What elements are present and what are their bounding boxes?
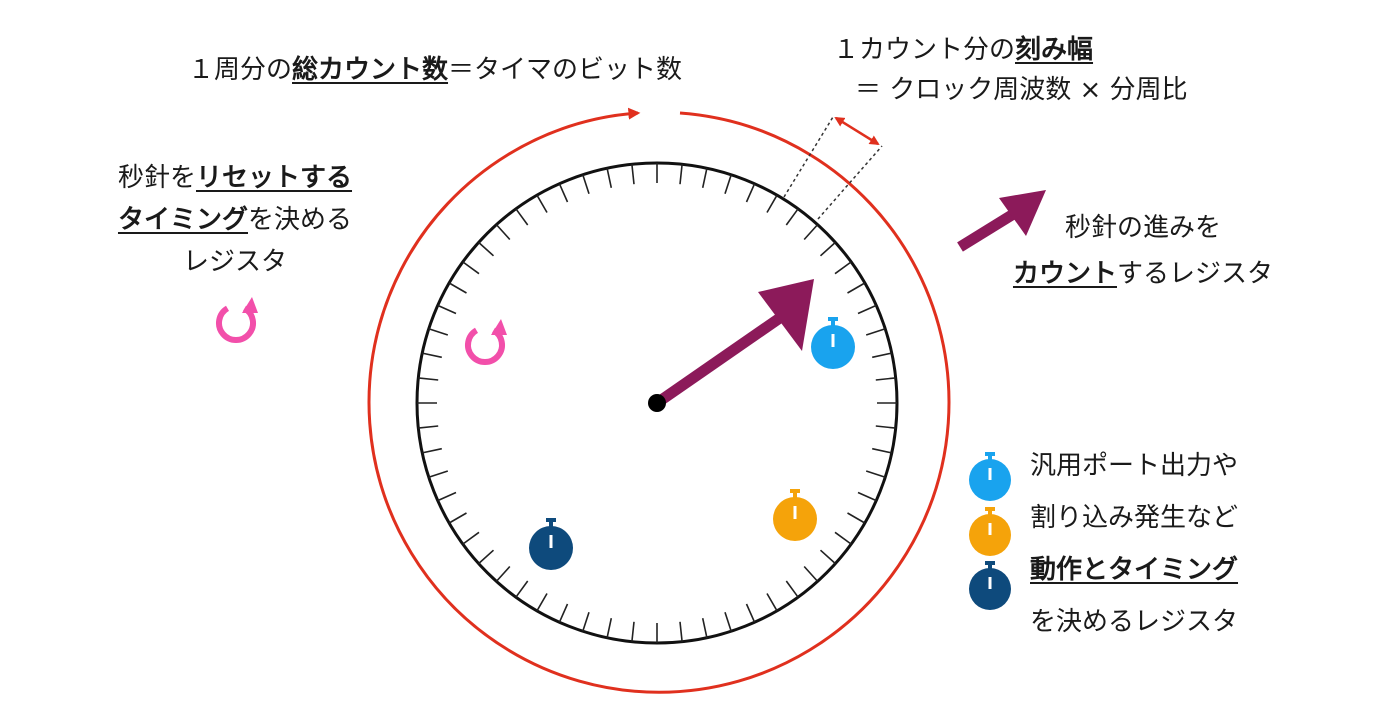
- dial-tick: [785, 208, 799, 226]
- dial-tick: [803, 565, 819, 582]
- total-count-label: １周分の総カウント数＝タイマのビット数: [188, 52, 682, 88]
- dial-tick: [834, 261, 852, 275]
- stopwatch-icon: [773, 489, 817, 541]
- step-width-label: １カウント分の刻み幅 ＝ クロック周波数 × 分周比: [833, 32, 1188, 108]
- compare-label-line1: 汎用ポート出力や: [1030, 451, 1239, 481]
- dial-tick: [847, 512, 866, 524]
- dial-tick: [745, 183, 756, 203]
- dial-tick: [847, 282, 866, 294]
- dial-ticks: [417, 163, 897, 643]
- dial-tick: [495, 565, 511, 582]
- step-guide-line: [783, 116, 834, 198]
- total-count-label-post: ＝タイマのビット数: [448, 55, 683, 85]
- dial-tick: [701, 168, 708, 188]
- dial-tick: [724, 174, 732, 195]
- dial-tick: [478, 241, 495, 257]
- count-register-label: 秒針の進みを カウントするレジスタ: [998, 210, 1288, 292]
- dial-tick: [875, 425, 896, 429]
- count-label-line1: 秒針の進みを: [1064, 213, 1221, 243]
- dial-tick: [536, 194, 548, 213]
- dial-tick: [558, 603, 569, 623]
- dial-tick: [701, 618, 708, 638]
- total-count-label-pre: １周分の: [188, 55, 293, 85]
- dial-tick: [631, 164, 635, 185]
- step-width-formula: ＝ クロック周波数 × 分周比: [855, 75, 1188, 105]
- dial-tick: [679, 164, 683, 185]
- dial-tick: [803, 224, 819, 241]
- compare-register-label: 汎用ポート出力や 割り込み発生など 動作とタイミング を決めるレジスタ: [1030, 448, 1238, 640]
- step-width-label-pre: １カウント分の: [833, 35, 1016, 65]
- dial-tick: [865, 328, 886, 336]
- stopwatch-icon: [969, 452, 1011, 501]
- dial-tick: [428, 470, 449, 478]
- second-hand: [648, 279, 814, 412]
- dial-tick: [418, 425, 439, 429]
- dial-tick: [766, 593, 778, 612]
- dial-tick: [495, 224, 511, 241]
- dial-tick: [766, 194, 778, 213]
- dial-tick: [875, 377, 896, 381]
- compare-label-bold: 動作とタイミング: [1030, 555, 1239, 585]
- dial-tick: [785, 580, 799, 598]
- total-count-label-bold: 総カウント数: [292, 55, 449, 85]
- stopwatch-icon: [529, 518, 573, 570]
- dial-tick: [872, 447, 892, 454]
- dial-tick: [745, 603, 756, 623]
- dial-tick: [536, 593, 548, 612]
- dial-tick: [418, 377, 439, 381]
- dial-tick: [606, 168, 613, 188]
- dial-tick: [515, 580, 529, 598]
- compare-label-line2: 割り込み発生など: [1030, 503, 1239, 533]
- dial-tick: [558, 183, 569, 203]
- count-register-arrow-icon: [957, 190, 1046, 252]
- step-width-arrow: [834, 116, 880, 146]
- dial-tick: [422, 352, 442, 359]
- count-label-post: するレジスタ: [1117, 259, 1274, 289]
- reset-label-pre: 秒針を: [117, 163, 196, 193]
- step-guide-line: [817, 145, 883, 220]
- dial-tick: [437, 304, 457, 315]
- dial-tick: [724, 611, 732, 632]
- dial-tick: [819, 241, 836, 257]
- reset-register-label: 秒針をリセットする タイミングを決める レジスタ: [100, 160, 370, 280]
- count-range-arc: [367, 107, 951, 694]
- stopwatch-icon: [969, 561, 1011, 610]
- count-label-bold: カウント: [1012, 259, 1117, 289]
- dial-tick: [462, 531, 480, 545]
- reset-label-timing: タイミング: [117, 205, 248, 235]
- dial-tick: [422, 447, 442, 454]
- dial-tick: [582, 611, 590, 632]
- dial-tick: [872, 352, 892, 359]
- dial-tick: [437, 491, 457, 502]
- stopwatch-icon: [969, 507, 1011, 556]
- reset-register-icon: [216, 297, 258, 344]
- dial-tick: [631, 621, 635, 642]
- dial-tick: [448, 282, 467, 294]
- dial-tick: [478, 549, 495, 565]
- reset-label-bold: リセットする: [196, 163, 353, 193]
- reset-label-register: レジスタ: [182, 247, 287, 277]
- dial-tick: [515, 208, 529, 226]
- compare-label-line4: を決めるレジスタ: [1030, 607, 1239, 637]
- reset-label-post: を決める: [248, 205, 353, 235]
- dial-tick: [857, 491, 877, 502]
- dial-tick: [679, 621, 683, 642]
- dial-tick: [582, 174, 590, 195]
- dial-tick: [819, 549, 836, 565]
- stopwatch-icon: [811, 317, 855, 369]
- dial-tick: [428, 328, 449, 336]
- dial-tick: [462, 261, 480, 275]
- dial-tick: [834, 531, 852, 545]
- refresh-icon: [465, 319, 507, 366]
- step-width-label-bold: 刻み幅: [1015, 35, 1094, 65]
- dial-tick: [448, 512, 467, 524]
- dial-tick: [865, 470, 886, 478]
- dial-tick: [606, 618, 613, 638]
- dial-tick: [857, 304, 877, 315]
